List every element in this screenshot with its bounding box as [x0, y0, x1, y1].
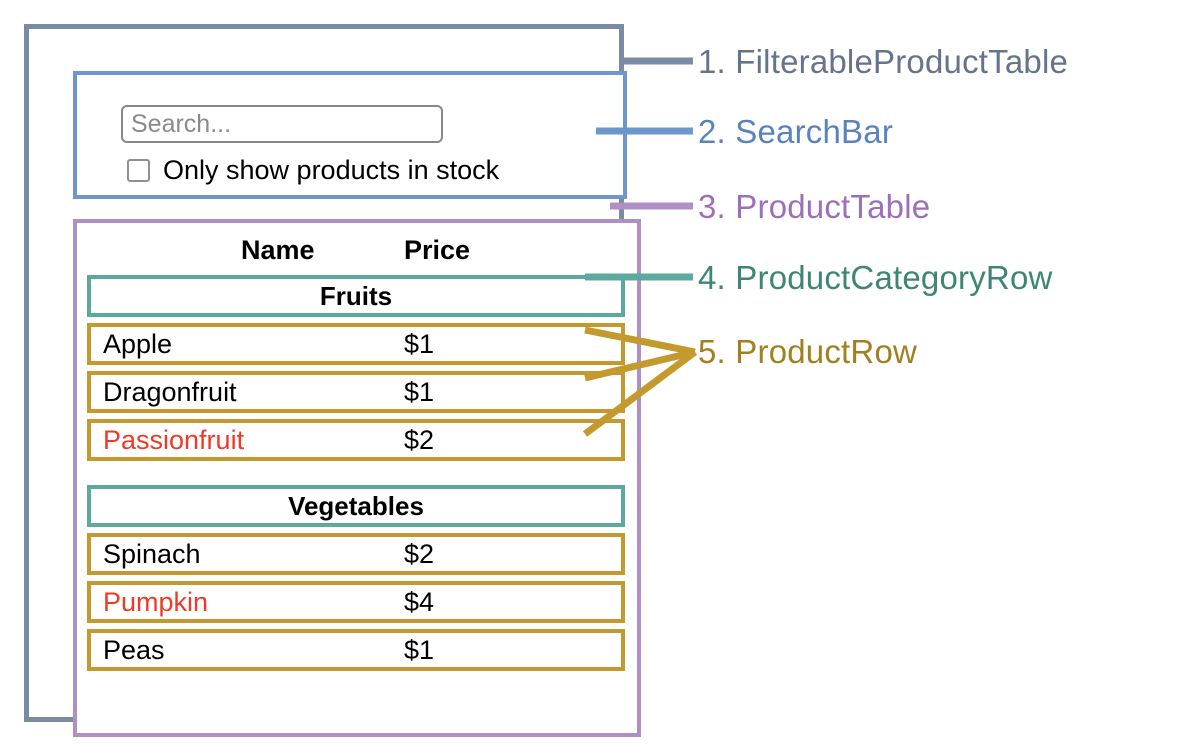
column-header-name: Name [241, 234, 315, 265]
product-row: Dragonfruit $1 [87, 371, 625, 413]
filterable-product-table-box: Only show products in stock Name Price F… [24, 24, 641, 737]
search-input[interactable] [121, 105, 443, 143]
product-row: Peas $1 [87, 629, 625, 671]
legend-item-filterable-product-table: 1. FilterableProductTable [698, 43, 1069, 80]
product-price: $1 [404, 634, 435, 665]
group-spacer [87, 467, 625, 485]
in-stock-filter-row[interactable]: Only show products in stock [127, 157, 499, 184]
product-rows-area: Fruits Apple $1 Dragonfruit $1 Passionfr… [87, 275, 625, 677]
product-name: Pumpkin [103, 586, 209, 617]
product-table-box: Name Price Fruits Apple $1 Dragonfruit $… [73, 219, 641, 737]
product-category-label: Vegetables [288, 490, 424, 521]
product-category-label: Fruits [319, 280, 393, 311]
product-row: Spinach $2 [87, 533, 625, 575]
product-row: Passionfruit $2 [87, 419, 625, 461]
product-price: $1 [404, 376, 435, 407]
search-bar-box: Only show products in stock [73, 71, 627, 199]
column-header-price: Price [404, 234, 471, 265]
product-name: Spinach [103, 538, 201, 569]
legend-item-product-row: 5. ProductRow [698, 333, 918, 370]
legend-item-product-category-row: 4. ProductCategoryRow [698, 259, 1053, 296]
product-name: Apple [103, 328, 173, 359]
legend-item-product-table: 3. ProductTable [698, 188, 931, 225]
product-price: $1 [404, 328, 435, 359]
product-price: $2 [404, 424, 435, 455]
product-row: Pumpkin $4 [87, 581, 625, 623]
in-stock-checkbox-label: Only show products in stock [163, 155, 500, 185]
product-price: $2 [404, 538, 435, 569]
product-category-row: Fruits [87, 275, 625, 317]
product-table-header: Name Price [77, 229, 637, 271]
legend-item-search-bar: 2. SearchBar [698, 113, 894, 150]
in-stock-checkbox[interactable] [127, 159, 150, 182]
product-name: Passionfruit [103, 424, 245, 455]
product-category-row: Vegetables [87, 485, 625, 527]
product-row: Apple $1 [87, 323, 625, 365]
product-name: Dragonfruit [103, 376, 237, 407]
product-name: Peas [103, 634, 165, 665]
product-price: $4 [404, 586, 435, 617]
